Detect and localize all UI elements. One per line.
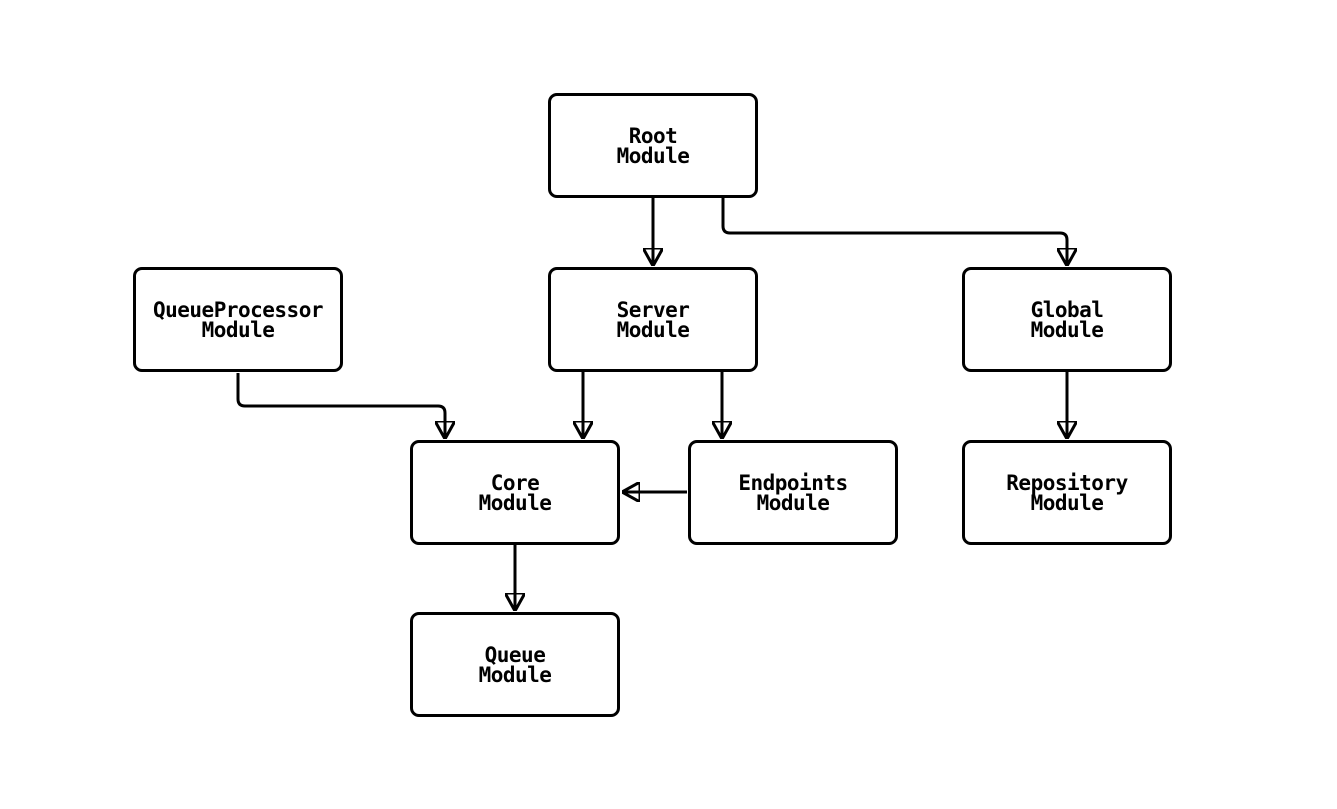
- node-global-module: Global Module: [962, 267, 1172, 372]
- node-repository-module: Repository Module: [962, 440, 1172, 545]
- node-queue-module-label: Queue Module: [478, 642, 552, 687]
- node-core-module: Core Module: [410, 440, 620, 545]
- node-server-module-label: Server Module: [616, 297, 690, 342]
- node-global-module-label: Global Module: [1030, 297, 1104, 342]
- node-core-module-label: Core Module: [478, 470, 552, 515]
- edge-root-to-global: [721, 198, 1067, 265]
- node-root-module: Root Module: [548, 93, 758, 198]
- node-server-module: Server Module: [548, 267, 758, 372]
- edge-queueprocessor-to-core: [236, 373, 445, 438]
- node-endpoints-module-label: Endpoints Module: [738, 470, 848, 515]
- node-endpoints-module: Endpoints Module: [688, 440, 898, 545]
- node-queueprocessor-module-label: QueueProcessor Module: [152, 297, 324, 342]
- node-queue-module: Queue Module: [410, 612, 620, 717]
- node-queueprocessor-module: QueueProcessor Module: [133, 267, 343, 372]
- node-root-module-label: Root Module: [616, 123, 690, 168]
- node-repository-module-label: Repository Module: [1006, 470, 1128, 515]
